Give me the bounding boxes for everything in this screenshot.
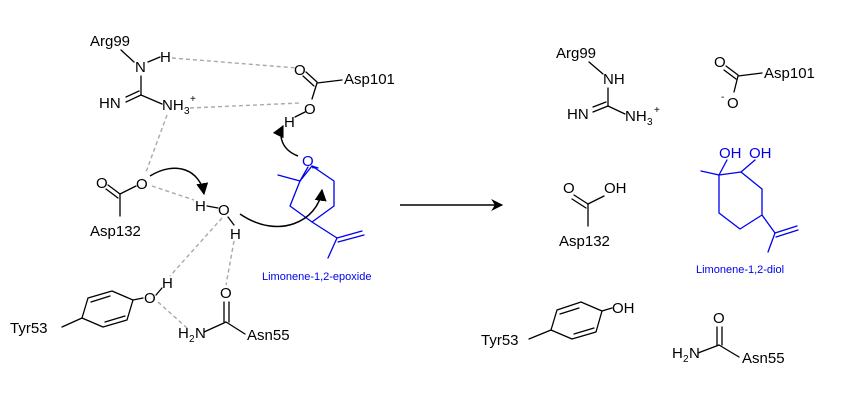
arg99-nh-h: H bbox=[160, 49, 171, 66]
asp101-product: O Asp101 O - bbox=[714, 54, 815, 112]
p-arg99-amine: NH bbox=[625, 108, 647, 125]
p-asp101-label: Asp101 bbox=[764, 65, 815, 82]
water-h2: H bbox=[230, 226, 241, 243]
asn55-label: Asn55 bbox=[247, 327, 290, 344]
p-arg99-charge: + bbox=[654, 105, 660, 116]
limonene-epoxide: O Limonene-1,2-epoxide bbox=[262, 153, 371, 283]
p-arg99-imine: HN bbox=[567, 106, 589, 123]
asp101-reactant: O Asp101 O H bbox=[284, 62, 395, 131]
hydrogen-bonds bbox=[145, 57, 301, 329]
p-asn55-label: Asn55 bbox=[742, 350, 785, 367]
p-asp101-o1: O bbox=[714, 54, 726, 71]
tyr53-label: Tyr53 bbox=[10, 320, 48, 337]
p-arg99-label: Arg99 bbox=[556, 45, 596, 62]
epoxide-o: O bbox=[302, 153, 314, 170]
electron-flow-arrows bbox=[149, 124, 327, 228]
p-asp132-o: O bbox=[563, 180, 575, 197]
asp101-h: H bbox=[284, 114, 295, 131]
asn55-h: H bbox=[178, 325, 189, 342]
arg99-reactant: Arg99 N H HN NH 3 + bbox=[90, 33, 196, 117]
p-tyr53-label: Tyr53 bbox=[481, 332, 519, 349]
p-asp101-charge: - bbox=[721, 92, 724, 103]
arg99-nh-n: N bbox=[135, 59, 146, 76]
p-arg99-nh: NH bbox=[603, 71, 625, 88]
arg99-product: Arg99 NH HN NH 3 + bbox=[556, 45, 660, 128]
p-asn55-h: H bbox=[672, 345, 683, 362]
p-asn55-n: N bbox=[689, 345, 700, 362]
p-tyr53-oh: OH bbox=[612, 300, 635, 317]
p-asp132-label: Asp132 bbox=[559, 233, 610, 250]
p-asp101-o2: O bbox=[727, 95, 739, 112]
arg99-sub3: 3 bbox=[184, 106, 190, 117]
arg99-imine-hn: HN bbox=[99, 95, 121, 112]
p-asp132-oh: OH bbox=[604, 180, 627, 197]
asp101-carbonyl-o: O bbox=[294, 62, 306, 79]
asp132-o-minus: O bbox=[136, 176, 148, 193]
asp132-reactant: O O Asp132 bbox=[90, 175, 148, 240]
asp132-product: O OH Asp132 bbox=[559, 180, 627, 250]
tyr53-o: O bbox=[144, 290, 156, 307]
epoxide-caption: Limonene-1,2-epoxide bbox=[262, 271, 371, 283]
diol-caption: Limonene-1,2-diol bbox=[696, 264, 784, 276]
asn55-sub2: 2 bbox=[189, 334, 195, 345]
tyr53-product: Tyr53 OH bbox=[481, 300, 635, 349]
p-asn55-sub2: 2 bbox=[683, 354, 689, 365]
asp101-hydroxyl-o: O bbox=[304, 101, 316, 118]
arg99-amine-nh: NH bbox=[162, 97, 184, 114]
water-molecule: H O H bbox=[195, 198, 241, 243]
diol-oh2: OH bbox=[749, 145, 772, 162]
tyr53-h: H bbox=[162, 275, 173, 292]
water-h1: H bbox=[195, 198, 206, 215]
tyr53-reactant: Tyr53 O H bbox=[10, 275, 173, 337]
arg99-label: Arg99 bbox=[90, 33, 130, 50]
water-o: O bbox=[218, 202, 230, 219]
asn55-o: O bbox=[220, 285, 232, 302]
asp101-label: Asp101 bbox=[344, 71, 395, 88]
asn55-reactant: O H 2 N Asn55 bbox=[178, 285, 290, 345]
asp132-carbonyl-o: O bbox=[96, 175, 108, 192]
asn55-n: N bbox=[195, 325, 206, 342]
p-asn55-o: O bbox=[713, 310, 725, 327]
diol-oh1: OH bbox=[719, 145, 742, 162]
limonene-diol: OH OH Limonene-1,2-diol bbox=[696, 145, 799, 276]
arg99-charge: + bbox=[190, 94, 196, 105]
asn55-product: O H 2 N Asn55 bbox=[672, 310, 785, 367]
asp132-label: Asp132 bbox=[90, 223, 141, 240]
p-arg99-sub3: 3 bbox=[647, 117, 653, 128]
